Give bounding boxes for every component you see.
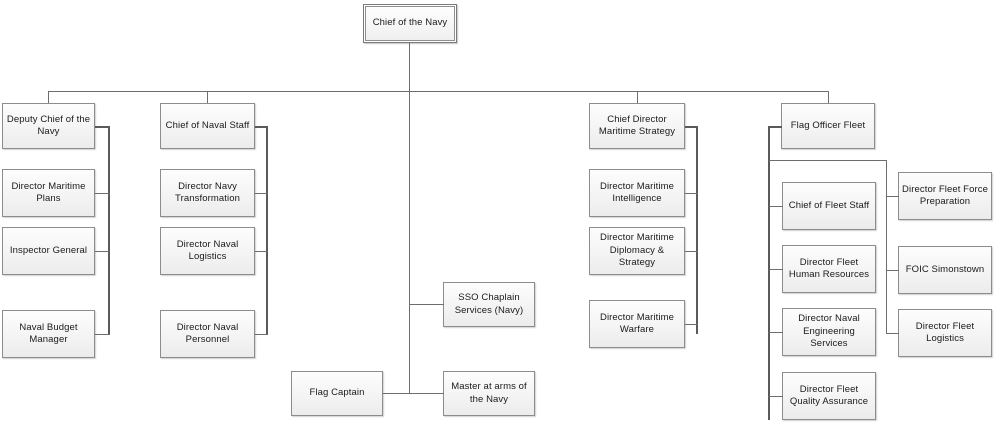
connector-drop-naval-staff: [207, 91, 208, 103]
connector-to-flag-captain: [383, 393, 410, 394]
connector-to-director-fleet-quality-assurance: [769, 396, 783, 397]
connector-to-master-at-arms: [409, 393, 444, 394]
node-label: Director Navy Transformation: [175, 180, 240, 205]
node-inspector-general[interactable]: Inspector General: [2, 227, 95, 275]
connector-drop-maritime-strategy: [637, 91, 638, 103]
node-flag-captain[interactable]: Flag Captain: [291, 371, 383, 416]
connector-to-director-maritime-plans: [95, 193, 110, 194]
connector-to-director-naval-logistics: [255, 251, 268, 252]
node-deputy-chief-of-the-navy[interactable]: Deputy Chief of the Navy: [2, 103, 95, 149]
node-foic-simonstown[interactable]: FOIC Simonstown: [898, 246, 992, 294]
connector-fleet-right-spine: [886, 160, 887, 333]
connector-deputy-chief-out: [95, 126, 110, 128]
node-director-fleet-quality-assurance[interactable]: Director Fleet Quality Assurance: [782, 372, 876, 420]
node-label: Director Maritime Diplomacy & Strategy: [599, 232, 674, 269]
node-director-fleet-logistics[interactable]: Director Fleet Logistics: [898, 309, 992, 357]
node-label: Director Naval Logistics: [176, 238, 239, 263]
connector-maritime-strategy-spine: [696, 126, 698, 334]
node-chief-director-maritime-strategy[interactable]: Chief Director Maritime Strategy: [589, 103, 685, 149]
node-director-fleet-human-resources[interactable]: Director Fleet Human Resources: [782, 245, 876, 293]
connector-to-chief-of-fleet-staff: [769, 206, 783, 207]
node-flag-officer-fleet[interactable]: Flag Officer Fleet: [781, 103, 875, 149]
connector-fleet-crossbar: [769, 160, 887, 161]
connector-naval-staff-spine: [266, 126, 268, 334]
node-director-navy-transformation[interactable]: Director Navy Transformation: [160, 169, 255, 217]
connector-to-director-maritime-diplomacy-strategy: [685, 251, 698, 252]
connector-flag-officer-fleet-out: [768, 126, 782, 128]
node-director-naval-personnel[interactable]: Director Naval Personnel: [160, 310, 255, 358]
connector-to-director-fleet-force-preparation: [886, 196, 899, 197]
connector-flag-officer-fleet-spine: [768, 126, 770, 420]
connector-to-director-maritime-intelligence: [685, 193, 698, 194]
node-director-maritime-plans[interactable]: Director Maritime Plans: [2, 169, 95, 217]
node-label: Director Naval Engineering Services: [798, 313, 860, 350]
node-master-at-arms-of-the-navy[interactable]: Master at arms of the Navy: [443, 371, 535, 416]
node-director-maritime-intelligence[interactable]: Director Maritime Intelligence: [589, 169, 685, 217]
connector-deputy-chief-spine: [108, 126, 110, 334]
connector-to-inspector-general: [95, 251, 110, 252]
node-label: Chief of Fleet Staff: [788, 199, 870, 211]
connector-centre-trunk: [409, 91, 410, 394]
connector-to-director-maritime-warfare: [685, 324, 698, 325]
node-label: Inspector General: [9, 244, 88, 256]
node-label: Director Maritime Intelligence: [599, 180, 674, 205]
node-label: Director Naval Personnel: [176, 321, 239, 346]
connector-to-foic-simonstown: [886, 270, 899, 271]
node-naval-budget-manager[interactable]: Naval Budget Manager: [2, 310, 95, 358]
node-label: Deputy Chief of the Navy: [6, 113, 91, 138]
node-chief-of-naval-staff[interactable]: Chief of Naval Staff: [160, 103, 255, 149]
node-label: Director Fleet Logistics: [915, 320, 975, 345]
node-director-fleet-force-preparation[interactable]: Director Fleet Force Preparation: [898, 172, 992, 220]
node-label: Director Maritime Warfare: [599, 311, 674, 336]
connector-maritime-strategy-out: [685, 126, 698, 128]
connector-drop-deputy-chief: [48, 91, 49, 103]
connector-to-director-naval-personnel: [255, 334, 268, 335]
connector-to-director-fleet-human-resources: [769, 269, 783, 270]
node-label: Naval Budget Manager: [19, 321, 78, 346]
connector-to-naval-budget-manager: [95, 334, 110, 335]
node-sso-chaplain-services-navy[interactable]: SSO Chaplain Services (Navy): [443, 282, 535, 327]
node-director-naval-engineering-services[interactable]: Director Naval Engineering Services: [782, 308, 876, 356]
node-label: Director Fleet Human Resources: [788, 256, 870, 281]
node-label: Chief Director Maritime Strategy: [598, 113, 676, 138]
node-label: Director Fleet Quality Assurance: [789, 383, 869, 408]
connector-root-stem: [409, 43, 410, 91]
node-chief-of-fleet-staff[interactable]: Chief of Fleet Staff: [782, 182, 876, 230]
node-director-maritime-diplomacy-strategy[interactable]: Director Maritime Diplomacy & Strategy: [589, 227, 685, 275]
connector-to-director-naval-engineering-services: [769, 332, 783, 333]
node-label: Chief of Naval Staff: [165, 119, 250, 131]
node-label: Director Fleet Force Preparation: [902, 183, 988, 208]
node-label: Director Maritime Plans: [11, 180, 86, 205]
node-chief-of-the-navy[interactable]: Chief of the Navy: [363, 4, 457, 43]
node-label: FOIC Simonstown: [905, 263, 985, 275]
node-label: Flag Captain: [309, 387, 365, 399]
connector-main-bus: [48, 91, 829, 92]
node-label: SSO Chaplain Services (Navy): [454, 292, 524, 316]
connector-to-director-navy-transformation: [255, 193, 268, 194]
connector-to-director-fleet-logistics: [886, 333, 899, 334]
node-label: Chief of the Navy: [372, 17, 448, 29]
node-director-naval-logistics[interactable]: Director Naval Logistics: [160, 227, 255, 275]
node-director-maritime-warfare[interactable]: Director Maritime Warfare: [589, 300, 685, 348]
connector-naval-staff-out: [255, 126, 268, 128]
node-label: Master at arms of the Navy: [451, 381, 527, 405]
connector-to-sso-chaplain-services: [409, 304, 444, 305]
connector-drop-flag-officer-fleet: [828, 91, 829, 103]
node-label: Flag Officer Fleet: [790, 119, 866, 131]
